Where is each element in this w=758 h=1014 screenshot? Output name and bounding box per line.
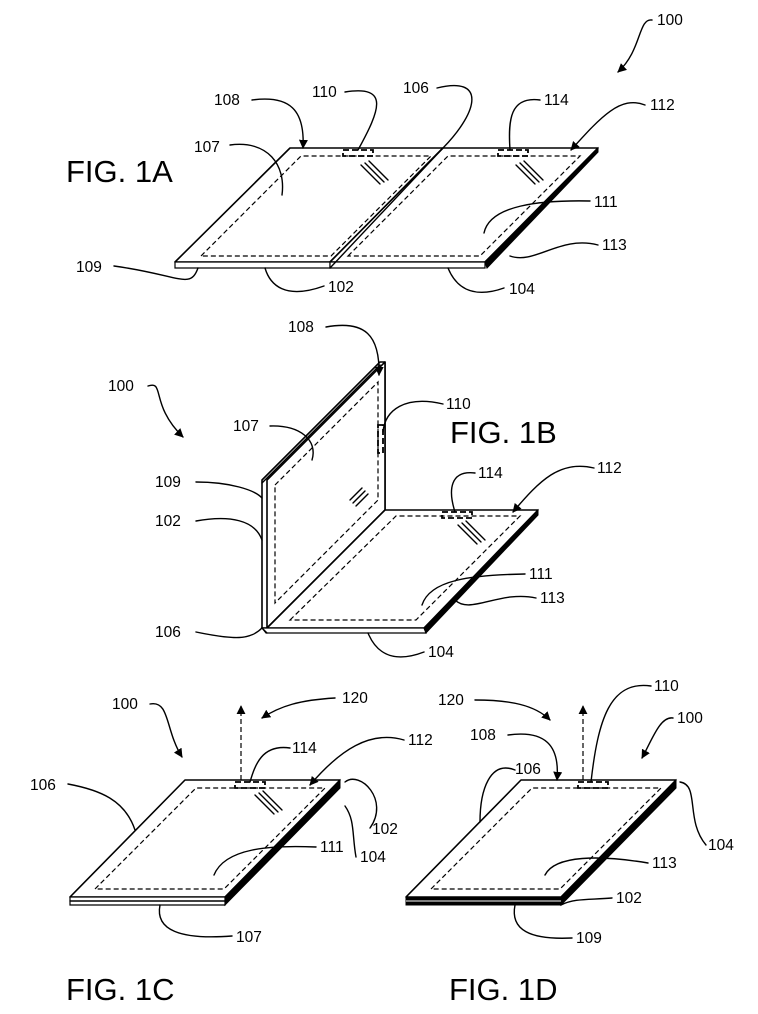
fig-1c-title: FIG. 1C [66, 972, 175, 1007]
ref-107: 107 [194, 139, 220, 156]
leader-102-d [561, 898, 612, 905]
leader-102-a [265, 268, 324, 292]
leader-100-a [618, 20, 652, 72]
ref-102-d: 102 [616, 890, 642, 907]
leader-114-a [509, 100, 540, 150]
ref-106-d: 106 [515, 761, 541, 778]
ref-100: 100 [657, 12, 683, 29]
leader-114-b [452, 473, 475, 512]
ref-106-b: 106 [155, 624, 181, 641]
ref-111: 111 [594, 194, 618, 211]
leader-112-b [513, 466, 594, 512]
ref-111-c: 111 [320, 839, 344, 856]
figure-1c: FIG. 1C 100 120 114 112 106 102 111 104 … [30, 690, 433, 1007]
fig-1b-title: FIG. 1B [450, 415, 557, 450]
fig-1d-title: FIG. 1D [449, 972, 558, 1007]
ref-110-d: 110 [654, 678, 679, 695]
ref-104-b: 104 [428, 644, 454, 661]
figure-1a: FIG. 1A 100 108 110 106 114 112 107 111 … [66, 12, 683, 298]
ref-104-c: 104 [360, 849, 386, 866]
ref-109-b: 109 [155, 474, 181, 491]
leader-109-d [514, 905, 572, 938]
figure-1d: FIG. 1D 120 110 100 108 106 104 113 102 … [406, 678, 734, 1007]
leader-113-b [455, 596, 536, 605]
device-folded-l [262, 362, 538, 633]
ref-109-d: 109 [576, 930, 602, 947]
leader-108-a [252, 99, 303, 148]
ref-112-c: 112 [408, 732, 433, 749]
ref-113-b: 113 [540, 590, 565, 607]
ref-110: 110 [312, 84, 337, 101]
leader-104-c [345, 806, 356, 857]
leader-110-a [345, 91, 377, 150]
ref-102-c: 102 [372, 821, 398, 838]
ref-114-b: 114 [478, 465, 503, 482]
leader-112-a [571, 103, 645, 150]
ref-109: 109 [76, 259, 102, 276]
ref-100-d: 100 [677, 710, 703, 727]
ref-120-c: 120 [342, 690, 368, 707]
leader-110-b [383, 401, 443, 432]
ref-112: 112 [650, 97, 675, 114]
leader-113-a [510, 243, 598, 258]
leader-100-b [148, 385, 183, 437]
ref-106-c: 106 [30, 777, 56, 794]
right-panel-edge [330, 262, 485, 268]
fig-1a-title: FIG. 1A [66, 154, 173, 189]
ref-104-d: 104 [708, 837, 734, 854]
ref-108: 108 [214, 92, 240, 109]
leader-104-d [680, 782, 706, 845]
ref-107-c: 107 [236, 929, 262, 946]
device-open-flat [175, 148, 598, 268]
ref-110-b: 110 [446, 396, 471, 413]
ref-113-d: 113 [652, 855, 677, 872]
top-panel-102 [406, 780, 676, 897]
ref-104: 104 [509, 281, 535, 298]
top-panel-104 [70, 780, 340, 897]
ref-111-b: 111 [529, 566, 553, 583]
left-panel-edge [175, 262, 330, 268]
leader-102-b [196, 519, 262, 540]
leader-110-d [591, 685, 651, 782]
ref-102: 102 [328, 279, 354, 296]
leader-108-b [326, 325, 379, 375]
leader-112-c [310, 737, 404, 785]
leader-104-a [448, 268, 504, 292]
leader-106-c [68, 784, 135, 830]
leader-107-c [159, 905, 232, 937]
leader-109-b [196, 482, 262, 498]
ref-114: 114 [544, 92, 569, 109]
ref-100-b: 100 [108, 378, 134, 395]
ref-114-c: 114 [292, 740, 317, 757]
leader-106-a [437, 86, 472, 148]
ref-120-d: 120 [438, 692, 464, 709]
ref-112-b: 112 [597, 460, 622, 477]
leader-120-c [262, 698, 335, 718]
leader-120-d [475, 700, 550, 720]
leader-100-c [150, 704, 182, 757]
ref-108-d: 108 [470, 727, 496, 744]
figure-1b: FIG. 1B 108 100 110 107 114 112 109 102 … [108, 319, 622, 661]
leader-114-c [250, 748, 290, 782]
ref-108-b: 108 [288, 319, 314, 336]
leader-104-b [368, 633, 424, 657]
ref-102-b: 102 [155, 513, 181, 530]
leader-106-b [196, 628, 262, 638]
ref-106: 106 [403, 80, 429, 97]
ref-100-c: 100 [112, 696, 138, 713]
ref-113: 113 [602, 237, 627, 254]
device-closed-display-down [406, 780, 676, 905]
ref-107-b: 107 [233, 418, 259, 435]
base-panel-front-edge [262, 628, 426, 633]
leader-100-d [642, 718, 673, 758]
